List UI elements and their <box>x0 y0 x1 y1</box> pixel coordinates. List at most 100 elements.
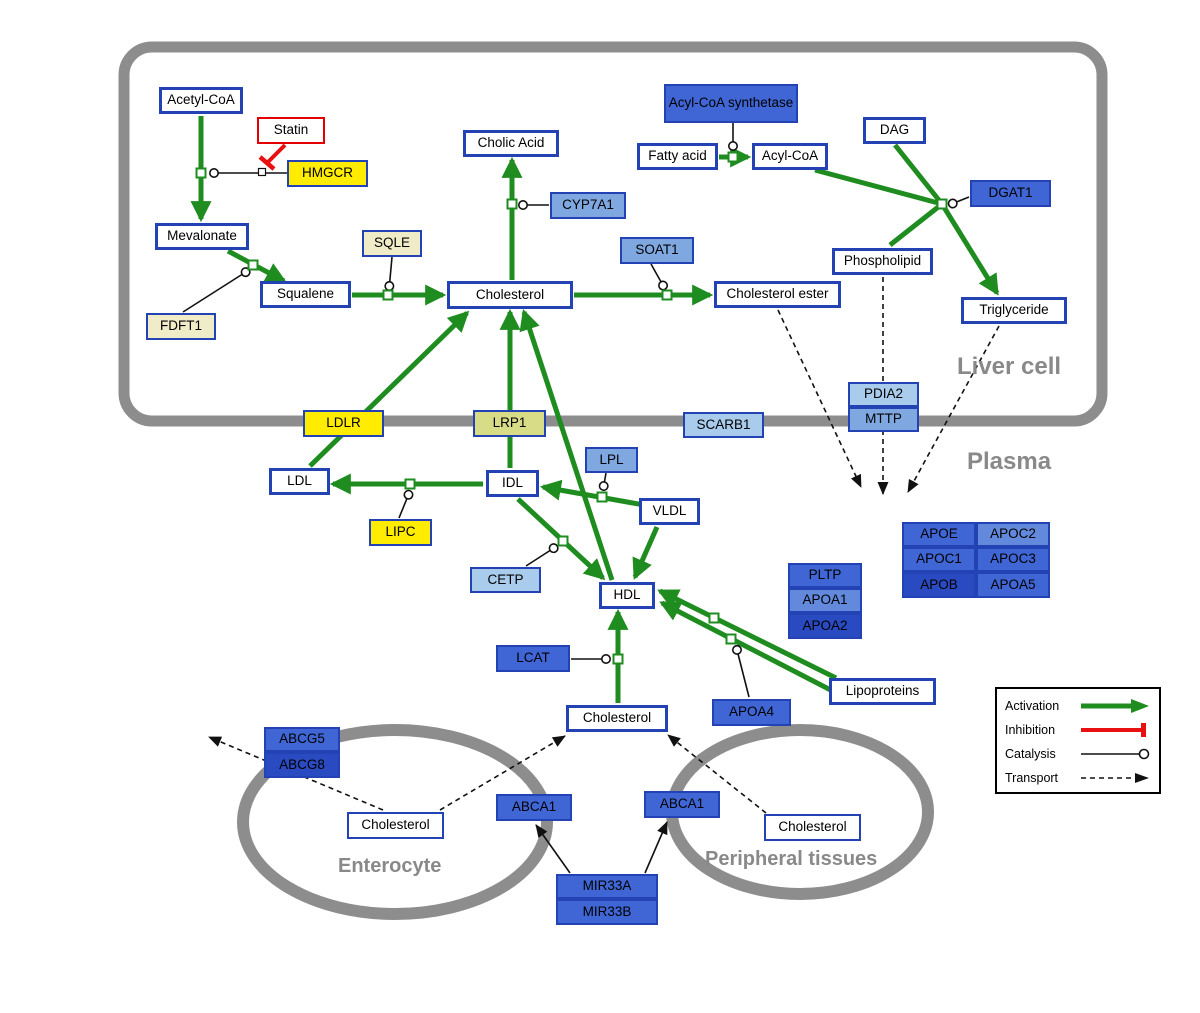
node-acyl-coa-synthetase: Acyl-CoA synthetase <box>664 84 798 123</box>
reaction-hmgcr <box>195 167 207 179</box>
enterocyte-membrane <box>237 724 553 920</box>
reaction-pltp <box>708 612 720 624</box>
node-apoc1: APOC1 <box>902 547 976 572</box>
catalysis-cetp <box>525 543 559 567</box>
reaction-lpl <box>596 491 608 503</box>
legend-activation-label: Activation <box>1005 699 1060 713</box>
node-lcat: LCAT <box>496 645 570 672</box>
node-hdl: HDL <box>599 582 655 609</box>
node-cholesterol-liver: Cholesterol <box>447 281 573 309</box>
node-acyl-coa: Acyl-CoA <box>752 143 828 170</box>
node-sqle: SQLE <box>362 230 422 257</box>
node-cholesterol-peripheral: Cholesterol <box>764 814 861 841</box>
reaction-acs <box>727 151 739 163</box>
node-ldlr: LDLR <box>303 410 384 437</box>
node-mevalonate: Mevalonate <box>155 223 249 250</box>
legend-inhibition-row: Inhibition <box>1005 718 1151 742</box>
transport-peripheral-cholesterol-plasma <box>667 734 767 814</box>
node-lipoproteins: Lipoproteins <box>829 678 936 705</box>
catalysis-edges <box>182 123 970 698</box>
node-cholesterol-ester: Cholesterol ester <box>714 281 841 308</box>
legend-inhibition-label: Inhibition <box>1005 723 1056 737</box>
catalysis-soat1 <box>650 263 669 291</box>
edge-vldl-idl <box>539 479 645 508</box>
node-cetp: CETP <box>470 567 541 593</box>
node-mir33b: MIR33B <box>556 899 658 925</box>
catalysis-lpl <box>598 472 609 492</box>
node-apob: APOB <box>902 572 976 598</box>
transport-triglyceride-plasma <box>907 325 1000 493</box>
reaction-lcat <box>612 653 624 665</box>
peripheral-tissues-label: Peripheral tissues <box>705 848 878 870</box>
node-lpl: LPL <box>585 447 638 473</box>
edge-lipoproteins-hdl-upper <box>657 588 838 681</box>
node-fdft1: FDFT1 <box>146 313 216 340</box>
reaction-soat1 <box>661 289 673 301</box>
node-lipc: LIPC <box>369 519 432 546</box>
reaction-cetp <box>557 535 569 547</box>
node-abcg8: ABCG8 <box>264 752 340 778</box>
node-apoa4: APOA4 <box>712 699 791 726</box>
legend-transport-row: Transport <box>1005 766 1151 790</box>
reaction-cyp7a1 <box>506 198 518 210</box>
activation-edges <box>190 116 1000 703</box>
node-apoc2: APOC2 <box>976 522 1050 547</box>
edge-dgat-reaction-phospholipid <box>888 202 944 247</box>
edge-vldl-hdl <box>632 525 660 580</box>
reaction-sqle <box>382 289 394 301</box>
node-apoa1: APOA1 <box>788 588 862 613</box>
liver-cell-label: Liver cell <box>957 353 1062 380</box>
liver-cell-membrane <box>118 41 1108 427</box>
reaction-lipc <box>404 478 416 490</box>
node-statin: Statin <box>257 117 325 144</box>
node-cholesterol-enterocyte: Cholesterol <box>347 812 444 839</box>
node-apoa5: APOA5 <box>976 572 1050 598</box>
enterocyte-label: Enterocyte <box>338 855 442 877</box>
edge-dgat-reaction-triglyceride <box>939 202 1000 296</box>
node-vldl: VLDL <box>639 498 700 525</box>
legend-transport-label: Transport <box>1005 771 1059 785</box>
edge-dag-dgat-reaction <box>893 143 944 206</box>
node-ldl: LDL <box>269 468 330 495</box>
catalysis-apoa4 <box>731 644 750 698</box>
activation-arrow-icon <box>1081 699 1149 713</box>
node-triglyceride: Triglyceride <box>961 297 1067 324</box>
node-soat1: SOAT1 <box>620 237 694 264</box>
edge-mir33-abca1-right <box>644 821 668 874</box>
catalysis-lipc <box>398 489 414 519</box>
node-idl: IDL <box>486 470 539 497</box>
transport-cholesterolester-plasma <box>777 309 862 488</box>
catalysis-dgat1 <box>947 196 970 209</box>
legend-activation-row: Activation <box>1005 694 1151 718</box>
reaction-nodes <box>195 151 948 665</box>
inhibition-edges <box>258 143 287 171</box>
node-cholesterol-plasma: Cholesterol <box>566 705 668 732</box>
node-abcg5: ABCG5 <box>264 727 340 752</box>
reaction-apoa4 <box>725 633 737 645</box>
reaction-fdft1 <box>247 259 259 271</box>
statin-inhibition-bar <box>258 155 276 171</box>
transport-enterocyte-cholesterol-plasma <box>439 735 566 811</box>
node-cyp7a1: CYP7A1 <box>550 192 626 219</box>
node-lrp1: LRP1 <box>473 410 546 437</box>
node-hmgcr: HMGCR <box>287 160 368 187</box>
node-acetyl-coa: Acetyl-CoA <box>159 87 243 114</box>
legend-catalysis-row: Catalysis <box>1005 742 1151 766</box>
legend-catalysis-label: Catalysis <box>1005 747 1056 761</box>
node-fatty-acid: Fatty acid <box>637 143 718 170</box>
node-pltp: PLTP <box>788 563 862 588</box>
compartment-shapes <box>118 41 1108 920</box>
node-pdia2: PDIA2 <box>848 382 919 407</box>
regulation-edges <box>535 821 668 874</box>
catalysis-fdft1 <box>182 267 251 313</box>
node-abca1-right: ABCA1 <box>644 791 720 818</box>
edge-mir33-abca1-left <box>535 824 571 874</box>
transport-arrow-icon <box>1081 773 1149 783</box>
node-dag: DAG <box>863 117 926 144</box>
edge-statin-hmgcr <box>265 143 287 165</box>
node-mir33a: MIR33A <box>556 874 658 899</box>
catalysis-circle-icon <box>1081 748 1150 760</box>
node-mttp: MTTP <box>848 407 919 432</box>
